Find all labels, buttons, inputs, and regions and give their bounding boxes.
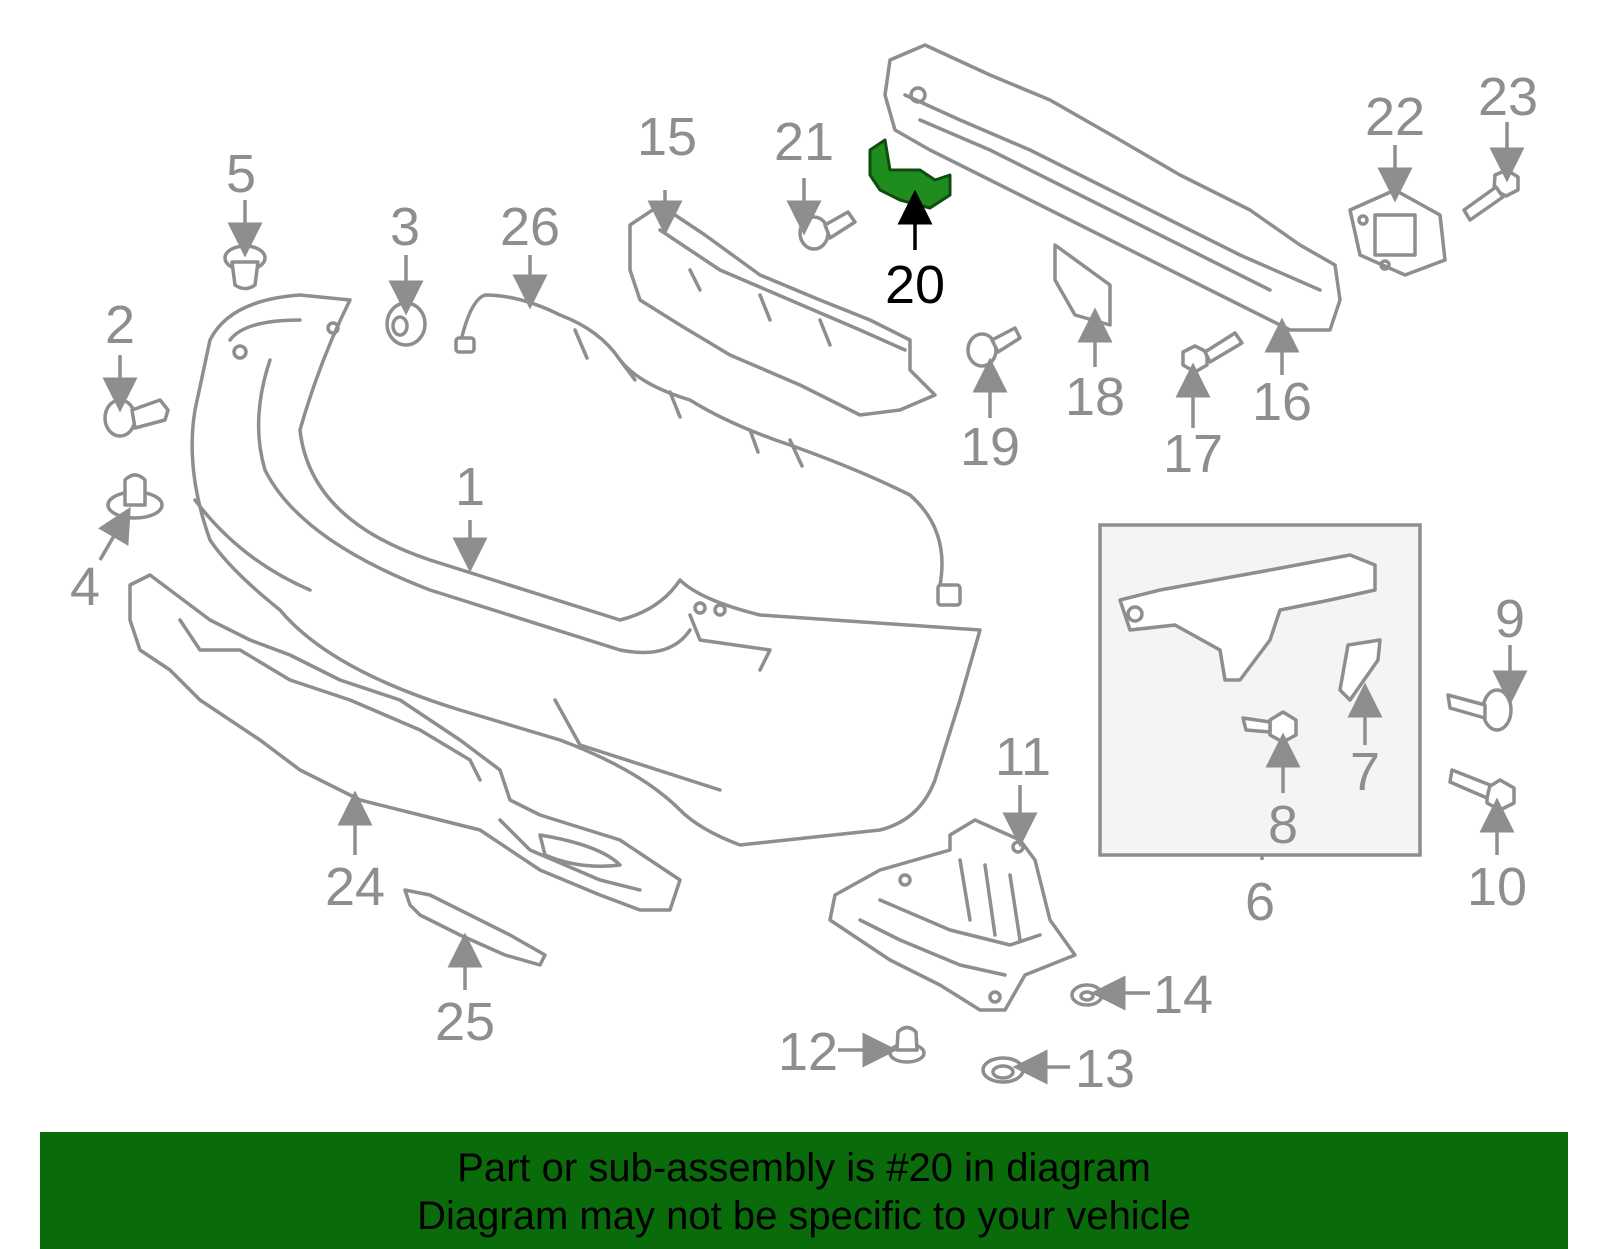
callout-8: 8 xyxy=(1268,795,1298,855)
callout-20: 20 xyxy=(885,255,945,315)
callout-15: 15 xyxy=(637,107,697,167)
callout-7: 7 xyxy=(1350,742,1380,802)
callout-21: 21 xyxy=(774,112,834,172)
callout-labels: 1 2 3 4 5 6 7 8 9 10 11 12 13 14 15 16 1… xyxy=(70,67,1538,1099)
callout-13: 13 xyxy=(1075,1039,1135,1099)
splash-shield-part xyxy=(828,818,1077,1012)
callout-9: 9 xyxy=(1495,589,1525,649)
mount-bracket-part xyxy=(1348,188,1447,277)
callout-2: 2 xyxy=(105,295,135,355)
fastener-9 xyxy=(1446,688,1513,732)
callout-22: 22 xyxy=(1365,87,1425,147)
callout-14: 14 xyxy=(1153,965,1213,1025)
callout-23: 23 xyxy=(1478,67,1538,127)
reinforcement-beam-part xyxy=(883,43,1342,332)
fastener-19 xyxy=(966,326,1022,368)
callout-12: 12 xyxy=(778,1022,838,1082)
fastener-12 xyxy=(888,1025,926,1064)
fastener-21 xyxy=(798,210,857,251)
callout-1: 1 xyxy=(455,457,485,517)
callout-5: 5 xyxy=(226,144,256,204)
sub-assembly-box-6 xyxy=(1098,523,1422,857)
callout-16: 16 xyxy=(1252,372,1312,432)
fastener-5 xyxy=(223,244,267,291)
bumper-cover-part xyxy=(190,293,982,847)
info-banner: Part or sub-assembly is #20 in diagram D… xyxy=(40,1132,1568,1249)
callout-18: 18 xyxy=(1065,367,1125,427)
bolt-17 xyxy=(1181,331,1244,374)
nut-14 xyxy=(1070,983,1104,1007)
reflector-strip-part xyxy=(403,888,547,967)
callout-24: 24 xyxy=(325,857,385,917)
banner-line-1: Part or sub-assembly is #20 in diagram xyxy=(457,1146,1151,1190)
callout-4: 4 xyxy=(70,557,100,617)
bolt-23 xyxy=(1462,168,1520,222)
bolt-10 xyxy=(1448,768,1516,812)
fastener-3 xyxy=(385,301,427,347)
callout-3: 3 xyxy=(390,197,420,257)
leader-lines xyxy=(98,122,1528,1085)
pad-part xyxy=(1053,243,1112,327)
banner-line-2: Diagram may not be specific to your vehi… xyxy=(417,1194,1191,1238)
callout-17: 17 xyxy=(1163,424,1223,484)
fastener-4 xyxy=(106,473,164,520)
callout-6: 6 xyxy=(1245,872,1275,932)
wire-harness-part xyxy=(454,293,962,607)
callout-25: 25 xyxy=(435,992,495,1052)
fastener-2 xyxy=(103,398,170,438)
energy-absorber-part xyxy=(628,203,937,417)
callout-11: 11 xyxy=(995,727,1051,787)
callout-19: 19 xyxy=(960,417,1020,477)
fastener-13 xyxy=(981,1056,1025,1084)
lower-valance-part xyxy=(128,573,682,912)
callout-10: 10 xyxy=(1467,857,1527,917)
callout-26: 26 xyxy=(500,197,560,257)
